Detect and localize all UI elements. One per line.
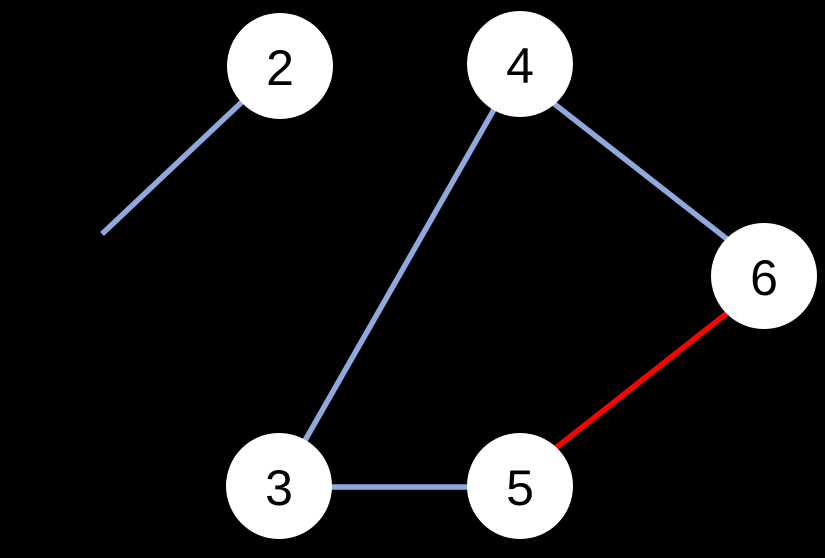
node-5-circle	[467, 433, 573, 539]
graph-node-3: 3	[226, 433, 332, 539]
graph-node-2: 2	[227, 13, 333, 119]
node-4-circle	[467, 11, 573, 117]
node-3-circle	[226, 433, 332, 539]
node-layer: 2 4 6 3 5	[226, 11, 817, 539]
node-3-label: 3	[265, 460, 293, 516]
node-2-label: 2	[266, 40, 294, 96]
node-6-label: 6	[750, 250, 778, 306]
edge-4-3	[276, 62, 523, 488]
node-4-label: 4	[506, 38, 534, 94]
graph-node-4: 4	[467, 11, 573, 117]
graph-node-6: 6	[711, 223, 817, 329]
edge-4-6	[518, 74, 766, 271]
node-6-circle	[711, 223, 817, 329]
node-2-circle	[227, 13, 333, 119]
edge-6-5-highlighted	[518, 281, 766, 479]
edge-layer	[100, 62, 766, 490]
node-5-label: 5	[506, 460, 534, 516]
graph-node-5: 5	[467, 433, 573, 539]
